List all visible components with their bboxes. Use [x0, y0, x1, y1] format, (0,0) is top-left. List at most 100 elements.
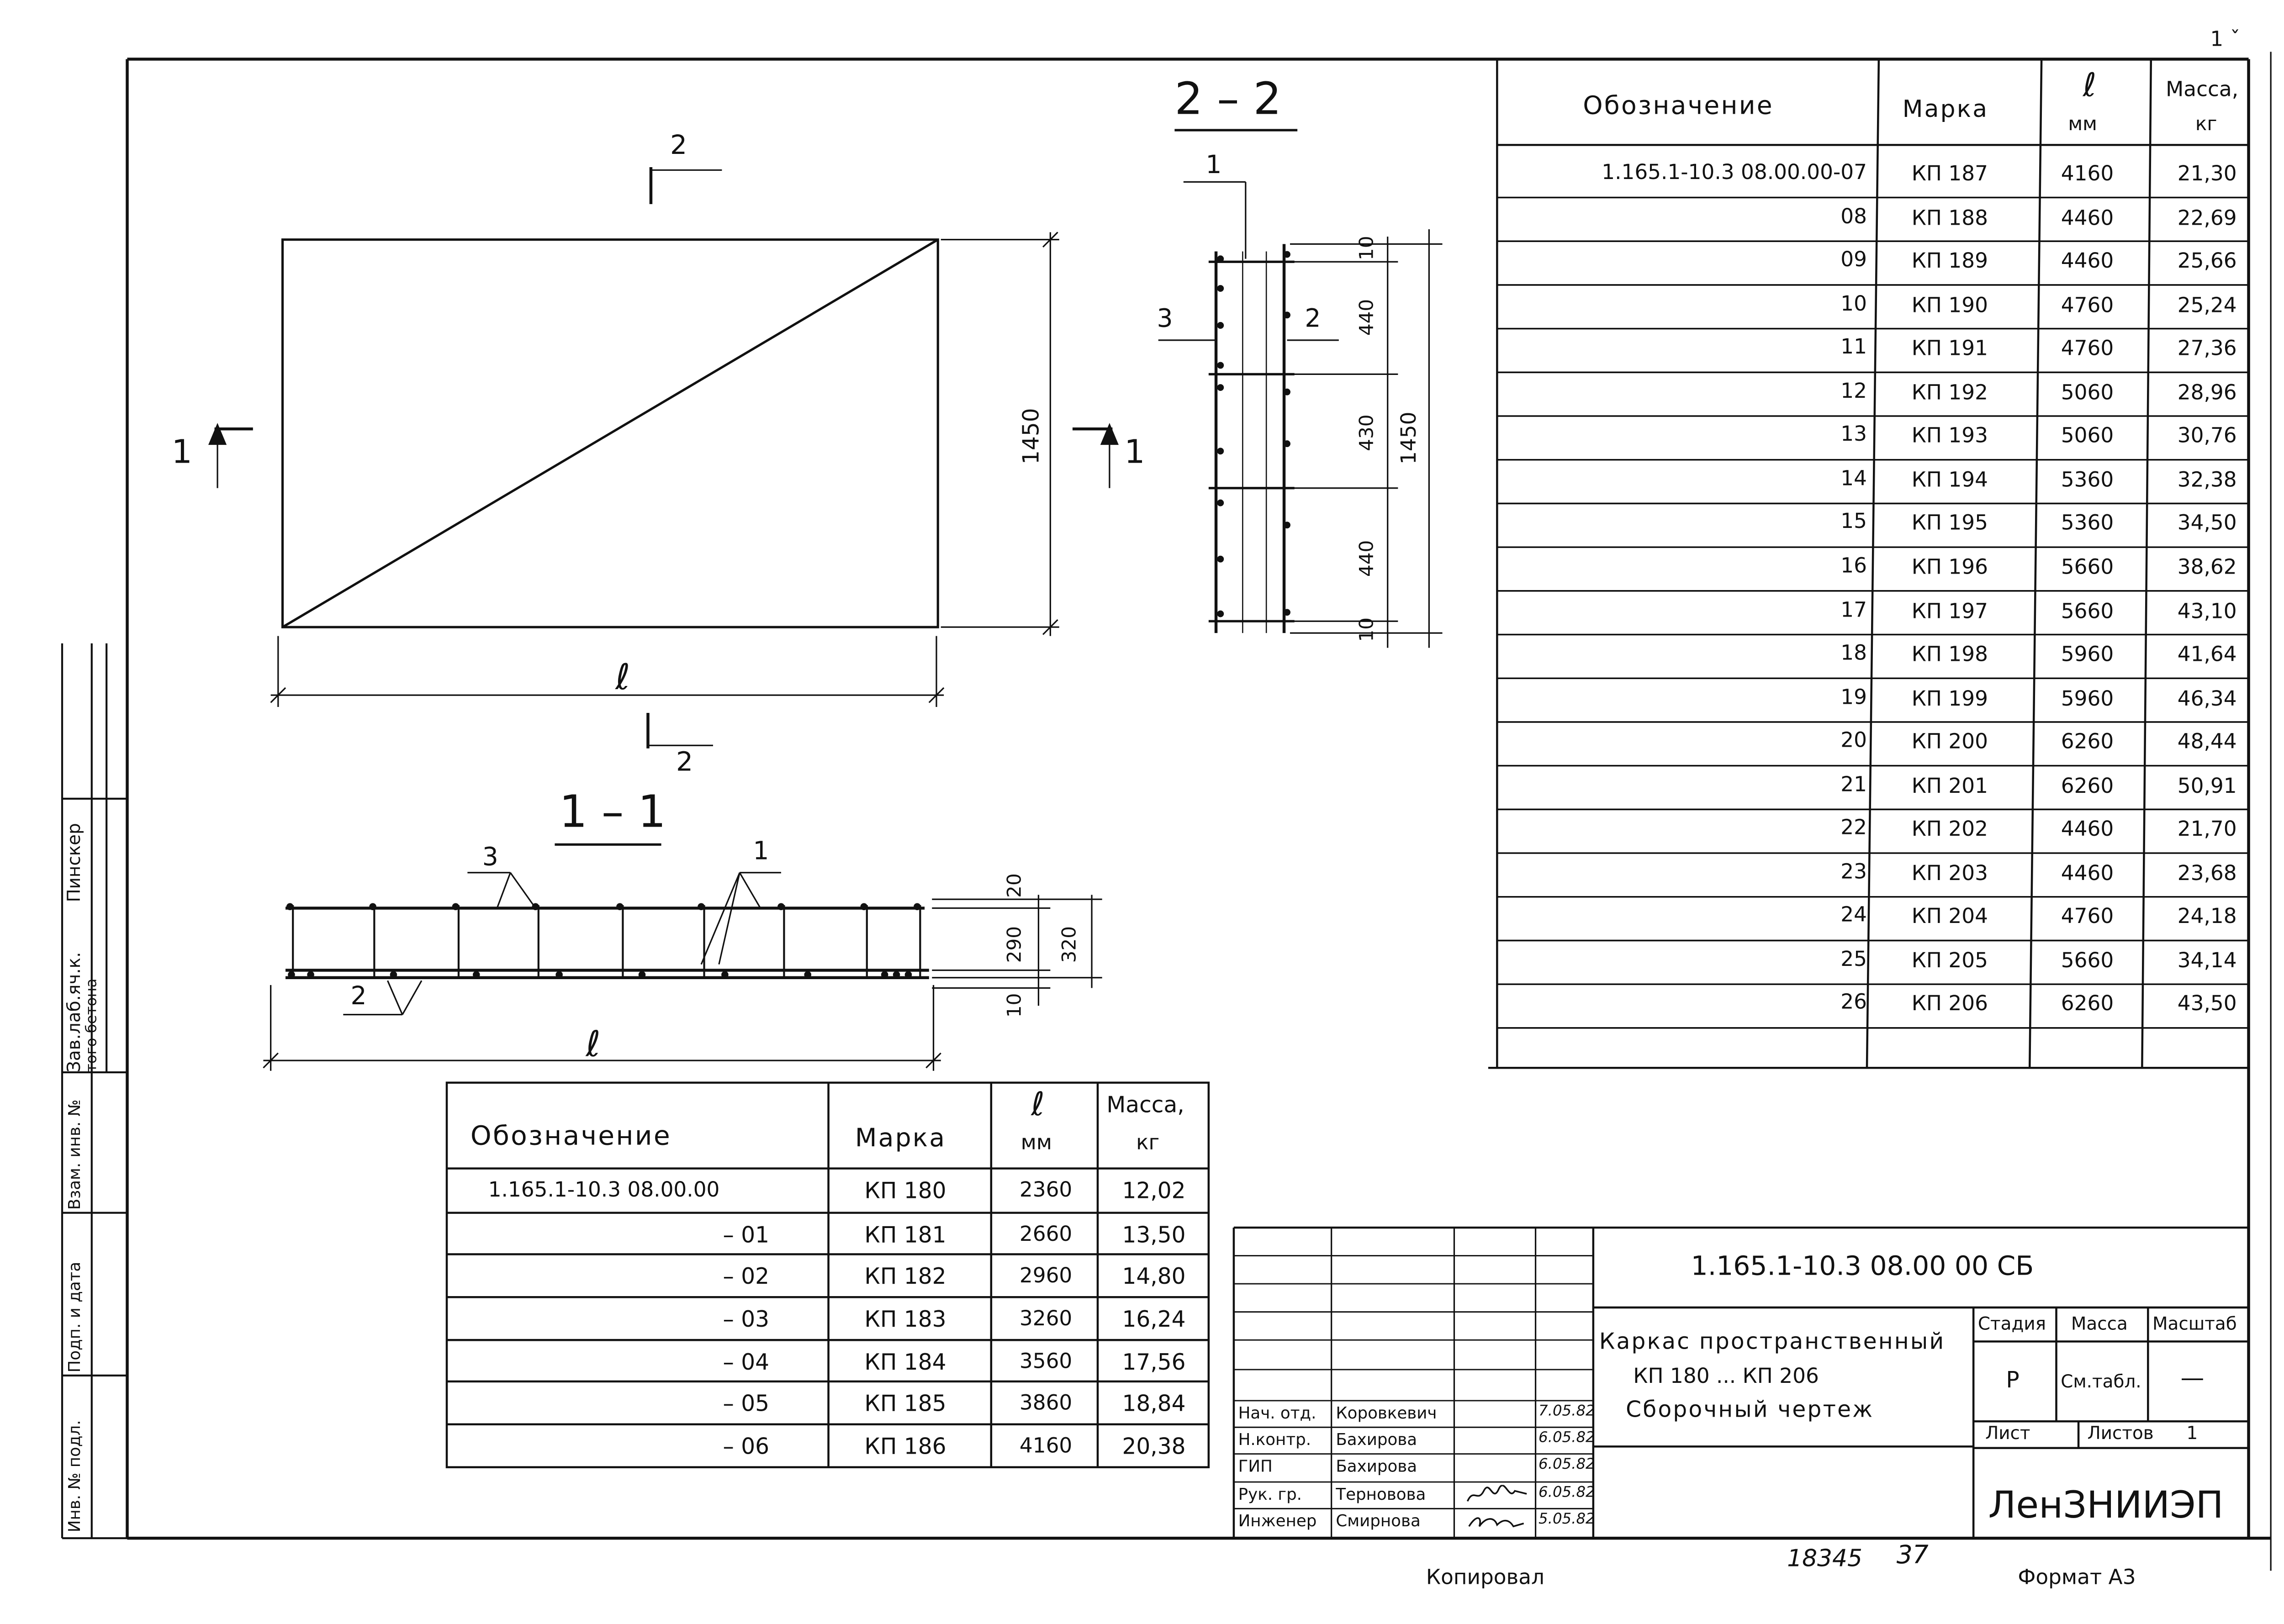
- cell-designation: 12: [1840, 380, 1867, 404]
- plan-height-dim: 1450: [1018, 408, 1045, 464]
- cell-length: 5660: [2061, 556, 2114, 580]
- signatory-name: Коровкевич: [1336, 1403, 1437, 1423]
- sec22-callout-1: 1: [1205, 151, 1222, 181]
- cell-designation: – 02: [723, 1263, 770, 1290]
- signature-ternovova: [1465, 1483, 1529, 1504]
- cell-length: 2660: [1019, 1223, 1073, 1247]
- cell-mass: 20,38: [1122, 1433, 1186, 1460]
- cell-designation: 14: [1840, 467, 1867, 491]
- footer-number: 18345: [1787, 1544, 1862, 1572]
- cell-mass: 16,24: [1122, 1306, 1186, 1333]
- cell-mark: КП 180: [864, 1177, 946, 1204]
- cell-designation: 15: [1840, 511, 1867, 535]
- value-scale: —: [2180, 1363, 2205, 1392]
- cell-designation: 24: [1840, 904, 1867, 928]
- signatory-date: 6.05.82: [1539, 1430, 1595, 1447]
- signatory-role: Рук. гр.: [1238, 1485, 1302, 1504]
- cell-length: 6260: [2061, 993, 2114, 1017]
- cell-mark: КП 192: [1911, 381, 1988, 405]
- sec22-callout-2: 2: [1305, 305, 1321, 334]
- cell-mark: КП 200: [1911, 731, 1988, 755]
- value-sheets: 1: [2186, 1423, 2198, 1444]
- table-top-header-mass: Масса,: [2166, 78, 2239, 102]
- cell-length: 6260: [2061, 731, 2114, 755]
- cell-designation: 09: [1840, 248, 1867, 273]
- table-bottom-header-designation: Обозначение: [470, 1121, 671, 1152]
- doc-code: 1.165.1-10.3 08.00 00 СБ: [1691, 1251, 2034, 1282]
- head-mass: Масса: [2071, 1313, 2128, 1334]
- cell-length: 5660: [2061, 949, 2114, 973]
- signatory-date: 5.05.82: [1539, 1511, 1595, 1528]
- value-stage: Р: [2006, 1366, 2020, 1393]
- cut-2-top-label: 2: [670, 130, 687, 162]
- cell-designation: 16: [1840, 554, 1867, 579]
- signatory-role: ГИП: [1238, 1457, 1273, 1476]
- cell-length: 4760: [2061, 294, 2114, 318]
- cell-mark: КП 196: [1911, 556, 1988, 580]
- cell-length: 4460: [2061, 250, 2114, 274]
- cell-designation: 21: [1840, 773, 1867, 797]
- sec11-callout-1: 1: [753, 837, 769, 867]
- table-bottom-header-l: ℓ: [1031, 1087, 1045, 1124]
- cell-mark: КП 197: [1911, 600, 1988, 624]
- head-stage: Стадия: [1977, 1313, 2046, 1334]
- sec22-dim-430: 430: [1356, 414, 1379, 451]
- section-1-1-title: 1 – 1: [559, 786, 666, 839]
- table-bottom-header-kg: кг: [1136, 1131, 1160, 1155]
- cell-mass: 46,34: [2177, 687, 2237, 711]
- table-bottom-header-mass: Масса,: [1106, 1091, 1184, 1118]
- cell-mark: КП 205: [1911, 949, 1988, 973]
- cell-mass: 30,76: [2177, 425, 2237, 449]
- cell-mass: 27,36: [2177, 337, 2237, 361]
- cell-designation: 20: [1840, 729, 1867, 753]
- cell-mark: КП 198: [1911, 643, 1988, 667]
- sec22-dim-10-top: 10: [1356, 236, 1379, 260]
- cell-mass: 24,18: [2177, 906, 2237, 929]
- table-top-header-designation: Обозначение: [1583, 91, 1774, 121]
- organization: ЛенЗНИИЭП: [1988, 1483, 2224, 1527]
- cell-designation: 22: [1840, 817, 1867, 841]
- title-line-2: КП 180 ... КП 206: [1633, 1365, 1819, 1389]
- sec11-dim-290: 290: [1004, 926, 1027, 963]
- cell-mark: КП 182: [864, 1263, 946, 1290]
- cell-mark: КП 181: [864, 1222, 946, 1249]
- sec11-length-label: ℓ: [586, 1023, 601, 1065]
- cell-length: 4760: [2061, 337, 2114, 361]
- table-top-header-mark: Марка: [1902, 95, 1989, 123]
- cell-designation: 17: [1840, 598, 1867, 622]
- cell-length: 4460: [2061, 818, 2114, 842]
- table-top-header-mm: мм: [2068, 114, 2097, 136]
- cell-designation: 1.165.1-10.3 08.00.00-07: [1602, 161, 1867, 185]
- table-top-header-l: ℓ: [2083, 68, 2097, 105]
- cell-mark: КП 193: [1911, 425, 1988, 449]
- cell-length: 2360: [1019, 1179, 1073, 1202]
- section-2-2-title: 2 – 2: [1174, 74, 1282, 126]
- cell-mark: КП 185: [864, 1390, 946, 1417]
- cell-designation: – 05: [723, 1390, 770, 1417]
- cell-designation: 08: [1840, 205, 1867, 229]
- table-bottom-header-mm: мм: [1020, 1131, 1052, 1155]
- sec22-dim-10-bottom: 10: [1356, 617, 1379, 642]
- cell-mark: КП 186: [864, 1433, 946, 1460]
- cell-mass: 14,80: [1122, 1263, 1186, 1290]
- corner-mark: 1 ˇ: [2210, 28, 2241, 52]
- signatory-name: Бахирова: [1336, 1430, 1417, 1450]
- cell-mass: 41,64: [2177, 643, 2237, 667]
- cell-mass: 22,69: [2177, 206, 2237, 230]
- cell-mass: 13,50: [1122, 1222, 1186, 1249]
- cell-designation: – 04: [723, 1349, 770, 1376]
- cut-1-right-label: 1: [1124, 435, 1145, 472]
- cell-length: 4460: [2061, 206, 2114, 230]
- binding-strip-lines: [61, 643, 127, 1540]
- cell-length: 4160: [2061, 163, 2114, 187]
- plan-length-label: ℓ: [615, 656, 630, 698]
- signatory-name: Терновова: [1336, 1485, 1426, 1504]
- signatory-date: 6.05.82: [1539, 1457, 1595, 1473]
- strip-lab-sub: того бетона: [84, 978, 101, 1072]
- cell-mark: КП 206: [1911, 993, 1988, 1017]
- cell-mass: 21,30: [2177, 163, 2237, 187]
- sec11-dim-10: 10: [1004, 993, 1027, 1018]
- table-top-lines: [1488, 59, 2250, 1069]
- cell-designation: 23: [1840, 860, 1867, 885]
